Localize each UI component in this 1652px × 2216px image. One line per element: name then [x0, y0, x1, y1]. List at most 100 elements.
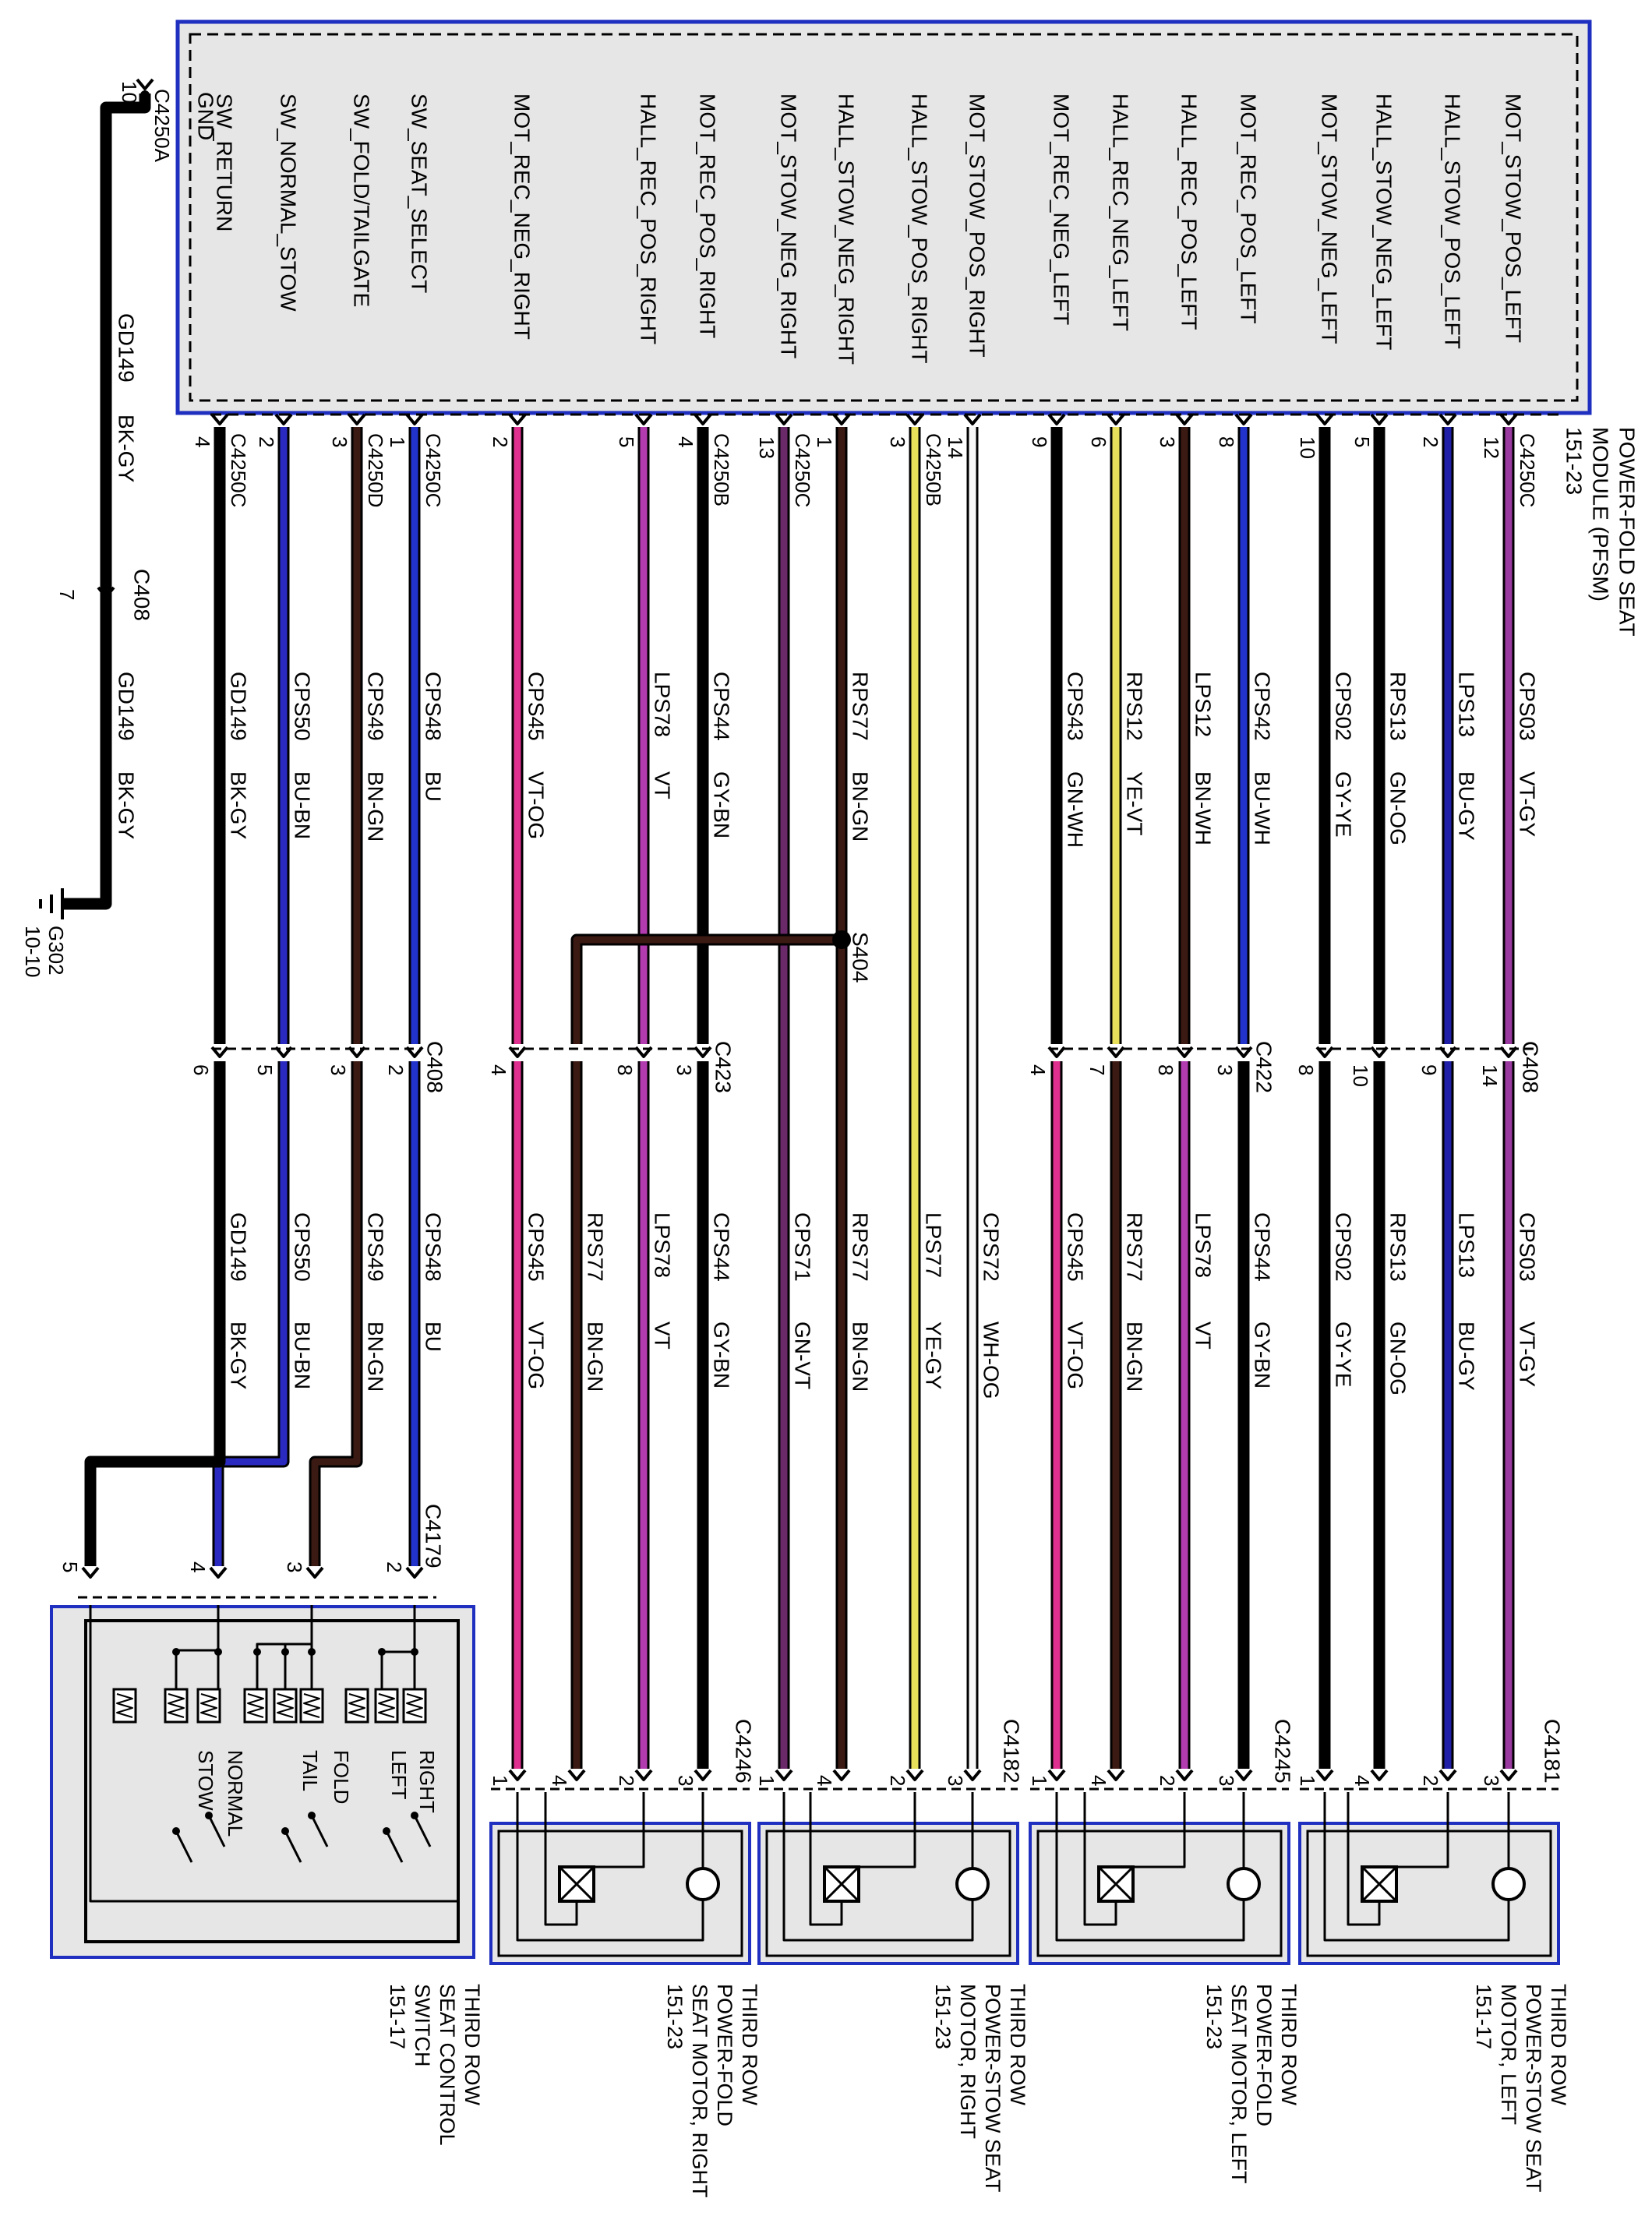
color-code-lower: BN-GN: [849, 1321, 873, 1392]
circuit-label-lower: CPS71: [791, 1212, 815, 1282]
circuit-label: RPS77: [849, 672, 873, 741]
module-title-line: MODULE (PFSM): [1589, 427, 1613, 602]
chevron-switch: [405, 1566, 424, 1579]
color-code-lower: WH-OG: [980, 1321, 1004, 1399]
resistor-zigzag: [116, 1693, 133, 1718]
hall-sensor-x: [823, 1865, 860, 1903]
switch-node: [411, 1648, 418, 1656]
motor-title-line: SEAT MOTOR, LEFT: [1227, 1984, 1251, 2184]
motor-conn-id: C4245: [1271, 1719, 1295, 1784]
chevron-switch: [81, 1566, 100, 1579]
switch-node: [308, 1648, 316, 1656]
motor-pin-num: 1: [755, 1775, 778, 1786]
conn-c408-sw: C408: [423, 1041, 447, 1093]
circuit-label-lower: CPS45: [524, 1212, 549, 1282]
chevron-top: [634, 413, 653, 425]
color-code-lower: GY-YE: [1332, 1321, 1356, 1388]
circuit-label-lower: CPS44: [710, 1212, 734, 1282]
chevron-inline: [1438, 1046, 1457, 1058]
circuit-label: CPS50: [291, 672, 315, 741]
motor-pin-num: 2: [1156, 1775, 1179, 1786]
color-code-switch: BU-BN: [291, 1321, 315, 1389]
chevron-top: [1047, 413, 1066, 425]
ground-id: G302: [44, 926, 68, 976]
motor-symbol: [1227, 1867, 1261, 1901]
chevron-top: [1234, 413, 1253, 425]
chevron-inline: [1234, 1046, 1253, 1058]
color-code-lower: VT: [1191, 1321, 1216, 1350]
circuit-label-lower: CPS03: [1516, 1212, 1540, 1282]
color-code-label: BN-GN: [849, 771, 873, 842]
motor-title-line: POWER-FOLD: [1252, 1984, 1276, 2126]
pin-label-sw_fold_tailgate: SW_FOLD/TAILGATE: [350, 94, 374, 307]
motor-title-line: THIRD ROW: [1547, 1984, 1570, 2105]
circuit-label: CPS48: [422, 672, 446, 741]
motor-title-line: THIRD ROW: [1006, 1984, 1029, 2105]
switch-blade: [385, 1830, 404, 1863]
color-code-label: VT: [651, 771, 675, 799]
ground-symbol: [39, 888, 64, 919]
color-code-lower: VT-GY: [1516, 1321, 1540, 1387]
color-code-lower: BN-GN: [584, 1321, 608, 1392]
gnd-inline-pin: 7: [55, 589, 79, 600]
motor-title-line: THIRD ROW: [1277, 1984, 1301, 2105]
circuit-label-switch: CPS49: [364, 1212, 388, 1282]
motor-internal: [1323, 1792, 1510, 1942]
circuit-label: LPS78: [651, 672, 675, 737]
chevron-top: [508, 413, 527, 425]
motor-pin-num: 1: [1296, 1775, 1319, 1786]
chevron-motor: [963, 1769, 982, 1781]
gnd-wire: [62, 94, 151, 910]
pin-num-top: 12: [1480, 436, 1503, 459]
motor-pin-num: 3: [1480, 1775, 1503, 1786]
pin-label-hall_stow_neg_left: HALL_STOW_NEG_LEFT: [1372, 94, 1396, 350]
circuit-label: GD149: [227, 672, 251, 741]
motor-pin-num: 3: [674, 1775, 697, 1786]
chevron-top: [963, 413, 982, 425]
chevron-inline: [210, 1046, 229, 1058]
gnd-color: BK-GY: [115, 415, 139, 482]
inline-pin-num: 4: [1026, 1064, 1050, 1075]
color-code-label: BU-GY: [1455, 771, 1479, 841]
chevron-top: [348, 413, 366, 425]
inline-pin-num: 2: [384, 1064, 408, 1075]
splice-wire: [573, 936, 842, 1044]
resistor-zigzag: [303, 1693, 320, 1718]
motor-conn-id: C4182: [1000, 1719, 1024, 1784]
motor-pin-num: 4: [1087, 1775, 1110, 1786]
switch-module-box: [50, 1605, 475, 1959]
color-code-label: VT-GY: [1516, 771, 1540, 837]
circuit-label-lower: LPS77: [922, 1212, 946, 1278]
chevron-top: [832, 413, 851, 425]
circuit-label-lower: LPS13: [1455, 1212, 1479, 1278]
circuit-label-lower: LPS78: [651, 1212, 675, 1278]
motor-title-line: 151-23: [663, 1984, 687, 2049]
ground-ref: 10-10: [21, 926, 44, 978]
sensor-internal: [1347, 1792, 1449, 1926]
inline-pin-num: 3: [672, 1064, 696, 1075]
switch-label-normal: NORMAL: [224, 1750, 247, 1837]
conn-id-top: C4250D: [364, 433, 387, 507]
chevron-top: [210, 413, 229, 425]
motor-pin-num: 3: [944, 1775, 967, 1786]
circuit-label: CPS43: [1064, 672, 1088, 741]
pin-label-sw_normal_stow: SW_NORMAL_STOW: [277, 94, 301, 312]
switch-title-line: THIRD ROW: [461, 1984, 484, 2105]
color-code-label: YE-VT: [1123, 771, 1147, 835]
motor-box-inner: [1036, 1830, 1283, 1957]
pin-num-top: 2: [1419, 436, 1442, 447]
module-title-line: POWER-FOLD SEAT: [1615, 427, 1640, 637]
motor-box-inner: [765, 1830, 1011, 1957]
chevron-motor: [775, 1769, 793, 1781]
chevron-top: [1107, 413, 1125, 425]
gnd-pin-num: 10: [118, 81, 141, 104]
circuit-label-lower: CPS02: [1332, 1212, 1356, 1282]
conn-c422: C422: [1252, 1041, 1276, 1093]
switch-node: [378, 1648, 386, 1656]
pin-label-hall_stow_neg_right: HALL_STOW_NEG_RIGHT: [835, 94, 859, 365]
module-box: [175, 19, 1592, 415]
inline-pin-num: 8: [613, 1064, 637, 1075]
conn-id-top: C4250C: [422, 433, 445, 507]
chevron-inline: [1499, 1046, 1518, 1058]
